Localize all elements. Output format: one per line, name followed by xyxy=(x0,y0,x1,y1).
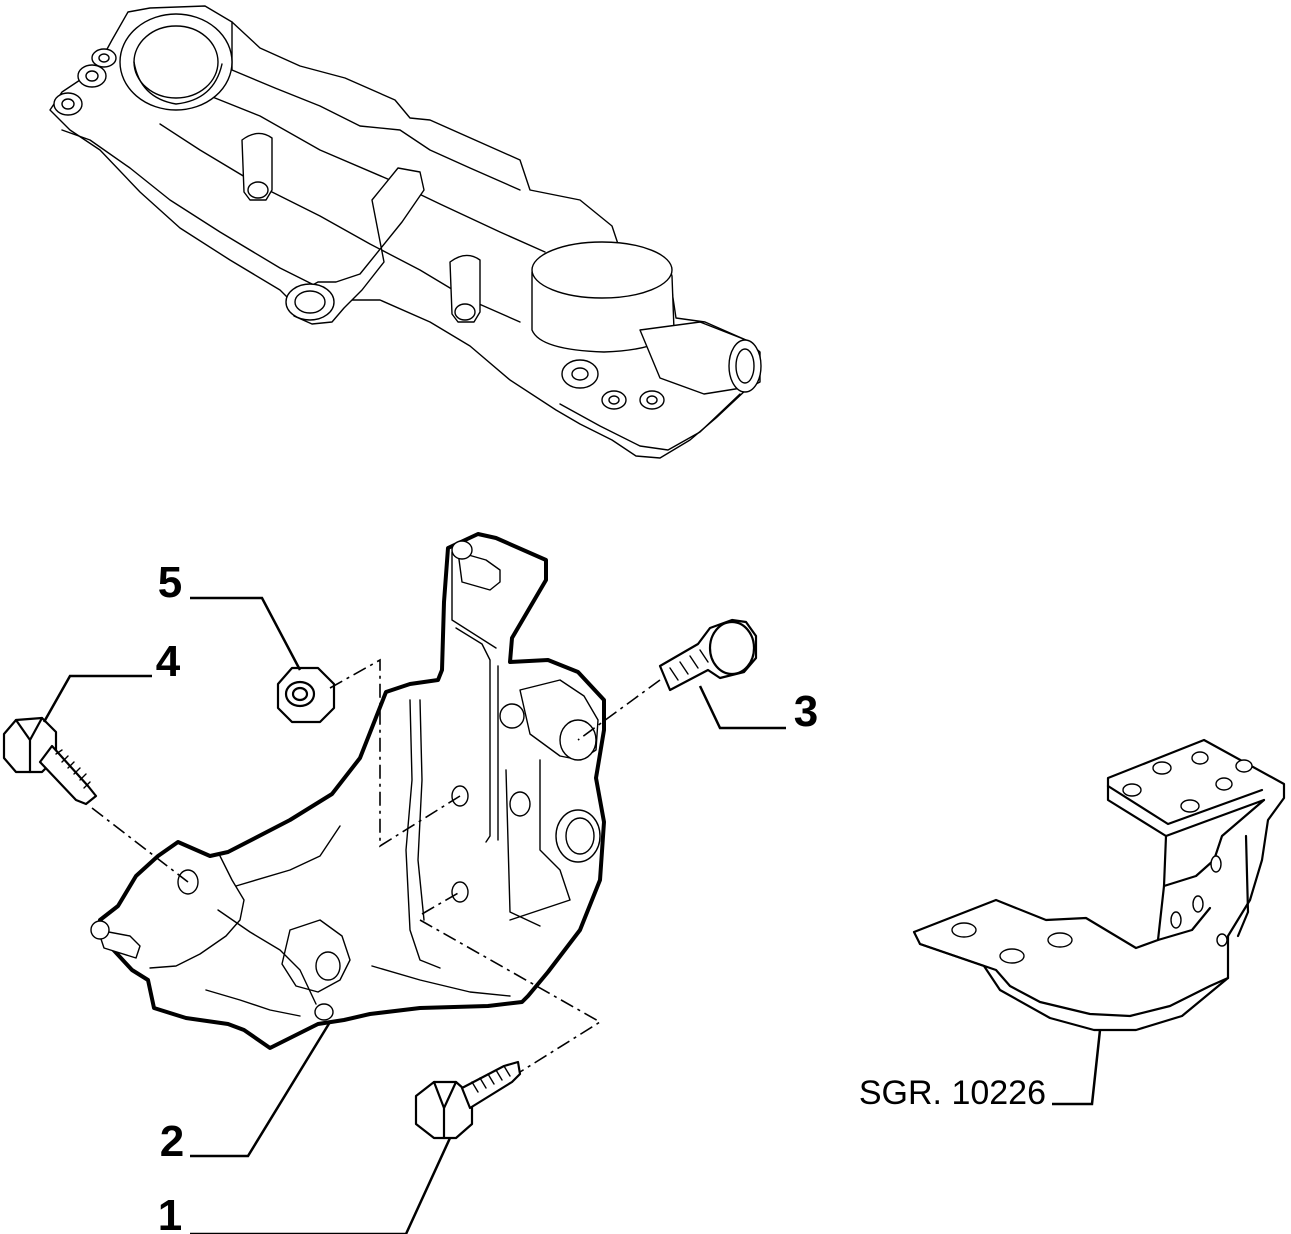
hex-bolt-left xyxy=(2,716,98,806)
callout-1: 1 xyxy=(158,1191,182,1234)
assembly-lines xyxy=(91,658,661,1073)
small-bracket xyxy=(912,738,1286,1032)
callout-3: 3 xyxy=(794,687,818,736)
callout-4: 4 xyxy=(156,637,181,686)
reference-code: SGR. 10226 xyxy=(859,1074,1046,1112)
mounting-bracket xyxy=(90,532,606,1050)
cam-cover xyxy=(49,5,762,459)
callout-5: 5 xyxy=(158,558,182,607)
flange-nut xyxy=(276,666,336,724)
callout-2: 2 xyxy=(160,1117,184,1166)
hex-bolt-right xyxy=(658,618,758,692)
leader-lines xyxy=(42,596,1102,1234)
hex-bolt-bottom xyxy=(414,1060,522,1140)
